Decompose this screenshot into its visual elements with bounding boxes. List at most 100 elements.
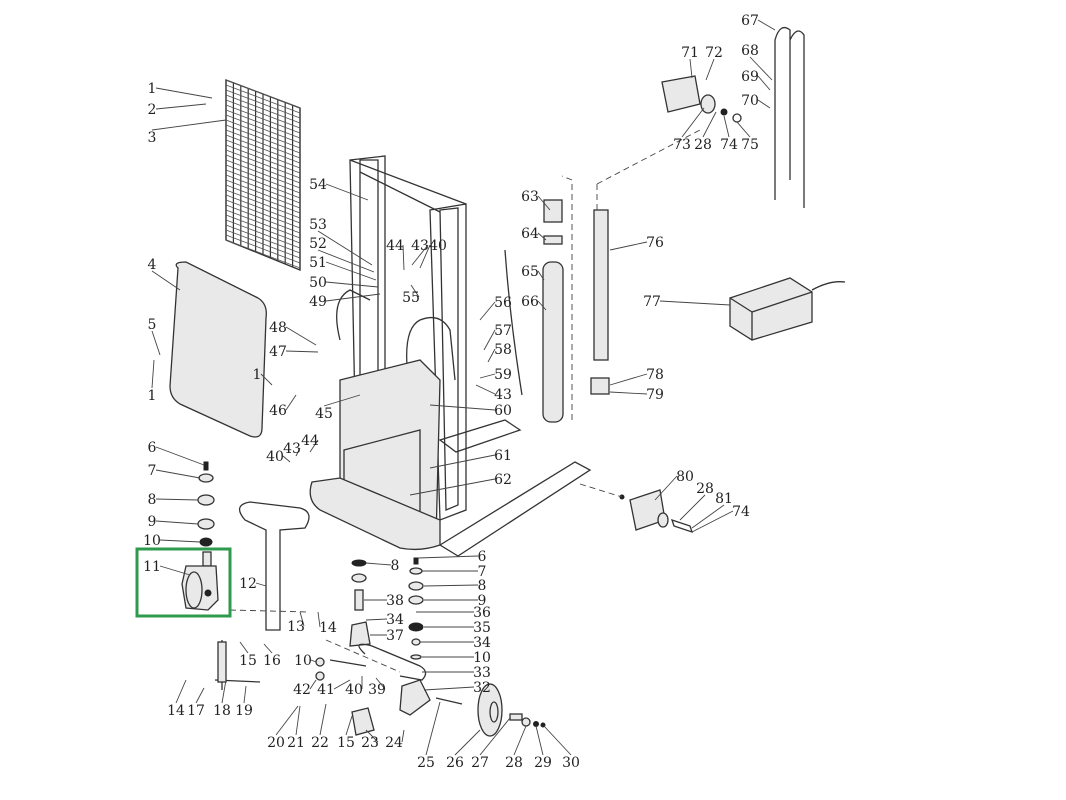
leader-line	[689, 58, 693, 79]
callout-label-21: 21	[287, 735, 305, 751]
callout-label-19: 19	[235, 703, 253, 719]
callout-label-3: 3	[148, 130, 157, 146]
leader-line	[285, 326, 317, 346]
leader-line	[691, 510, 734, 533]
callout-label-43: 43	[283, 441, 301, 457]
leader-line	[749, 56, 773, 81]
leader-line	[475, 384, 496, 395]
callout-label-16: 16	[263, 653, 281, 669]
callout-label-34: 34	[386, 612, 404, 628]
part-caster-wheel	[181, 551, 219, 611]
callout-label-74: 74	[720, 137, 738, 153]
callout-label-4: 4	[148, 257, 157, 273]
callout-label-63: 63	[521, 189, 539, 205]
leader-line	[295, 447, 301, 457]
leader-line	[429, 404, 496, 411]
callout-label-78: 78	[646, 367, 664, 383]
part-handle-bar	[336, 289, 456, 391]
callout-label-68: 68	[741, 43, 759, 59]
leader-line	[325, 281, 379, 288]
callout-label-26: 26	[446, 755, 464, 771]
callout-label-75: 75	[741, 137, 759, 153]
leader-line	[401, 729, 405, 743]
callout-label-56: 56	[494, 295, 512, 311]
callout-label-43: 43	[494, 387, 512, 403]
callout-label-28: 28	[694, 137, 712, 153]
leader-line	[365, 562, 392, 566]
leader-line	[483, 329, 496, 351]
callout-label-74: 74	[732, 504, 750, 520]
callout-label-65: 65	[521, 264, 539, 280]
leader-line	[402, 244, 405, 271]
callout-label-34: 34	[473, 635, 491, 651]
callout-label-8: 8	[391, 558, 400, 574]
callout-label-49: 49	[309, 294, 327, 310]
part-cable	[774, 26, 805, 208]
callout-label-81: 81	[715, 491, 733, 507]
leader-line	[723, 115, 730, 138]
leader-line	[423, 584, 479, 587]
callout-label-36: 36	[473, 605, 491, 621]
callout-label-8: 8	[148, 492, 157, 508]
leader-line	[679, 494, 706, 521]
leader-line	[537, 300, 547, 311]
callout-label-6: 6	[148, 440, 157, 456]
leader-line	[151, 359, 155, 389]
callout-label-40: 40	[345, 682, 363, 698]
callout-label-27: 27	[471, 755, 489, 771]
part-steering-stack	[408, 557, 424, 660]
callout-label-9: 9	[478, 593, 487, 609]
leader-line	[155, 520, 199, 525]
leader-line	[151, 330, 161, 356]
leader-line	[429, 454, 496, 469]
callout-label-9: 9	[148, 514, 157, 530]
callout-label-30: 30	[562, 755, 580, 771]
leader-line	[155, 469, 201, 479]
leader-line	[319, 703, 327, 736]
part-forks	[438, 419, 592, 557]
leader-line	[757, 75, 771, 91]
callout-label-22: 22	[311, 735, 329, 751]
leader-line	[537, 195, 551, 211]
callout-label-14: 14	[167, 703, 185, 719]
leader-line	[375, 677, 386, 690]
callout-label-58: 58	[494, 342, 512, 358]
callout-label-10: 10	[473, 650, 491, 666]
callout-label-32: 32	[473, 680, 491, 696]
leader-line	[310, 659, 317, 663]
callout-label-48: 48	[269, 320, 287, 336]
callout-label-51: 51	[309, 255, 327, 271]
callout-label-7: 7	[148, 463, 157, 479]
leader-line	[260, 373, 273, 386]
callout-label-2: 2	[148, 102, 157, 118]
leader-line	[537, 270, 545, 281]
callout-label-67: 67	[741, 13, 759, 29]
leader-line	[155, 498, 199, 501]
callout-label-10: 10	[143, 533, 161, 549]
callout-label-61: 61	[494, 448, 512, 464]
part-cover	[169, 261, 267, 438]
callout-label-8: 8	[478, 578, 487, 594]
leader-line	[317, 230, 373, 266]
leader-line	[609, 241, 648, 251]
callout-label-10: 10	[294, 653, 312, 669]
leader-line	[654, 475, 678, 501]
callout-label-64: 64	[521, 226, 539, 242]
leader-line	[159, 539, 201, 543]
leader-line	[702, 111, 717, 138]
leader-line	[411, 244, 429, 266]
callout-label-46: 46	[269, 403, 287, 419]
callout-label-25: 25	[417, 755, 435, 771]
callout-label-42: 42	[293, 682, 311, 698]
callout-label-12: 12	[239, 576, 257, 592]
leader-line	[155, 446, 205, 466]
leader-line	[609, 391, 648, 395]
callout-label-13: 13	[287, 619, 305, 635]
assembly-lines	[229, 129, 701, 673]
callout-label-39: 39	[368, 682, 386, 698]
callout-label-54: 54	[309, 177, 327, 193]
callout-label-52: 52	[309, 236, 327, 252]
callout-label-71: 71	[681, 45, 699, 61]
callout-label-37: 37	[386, 628, 404, 644]
